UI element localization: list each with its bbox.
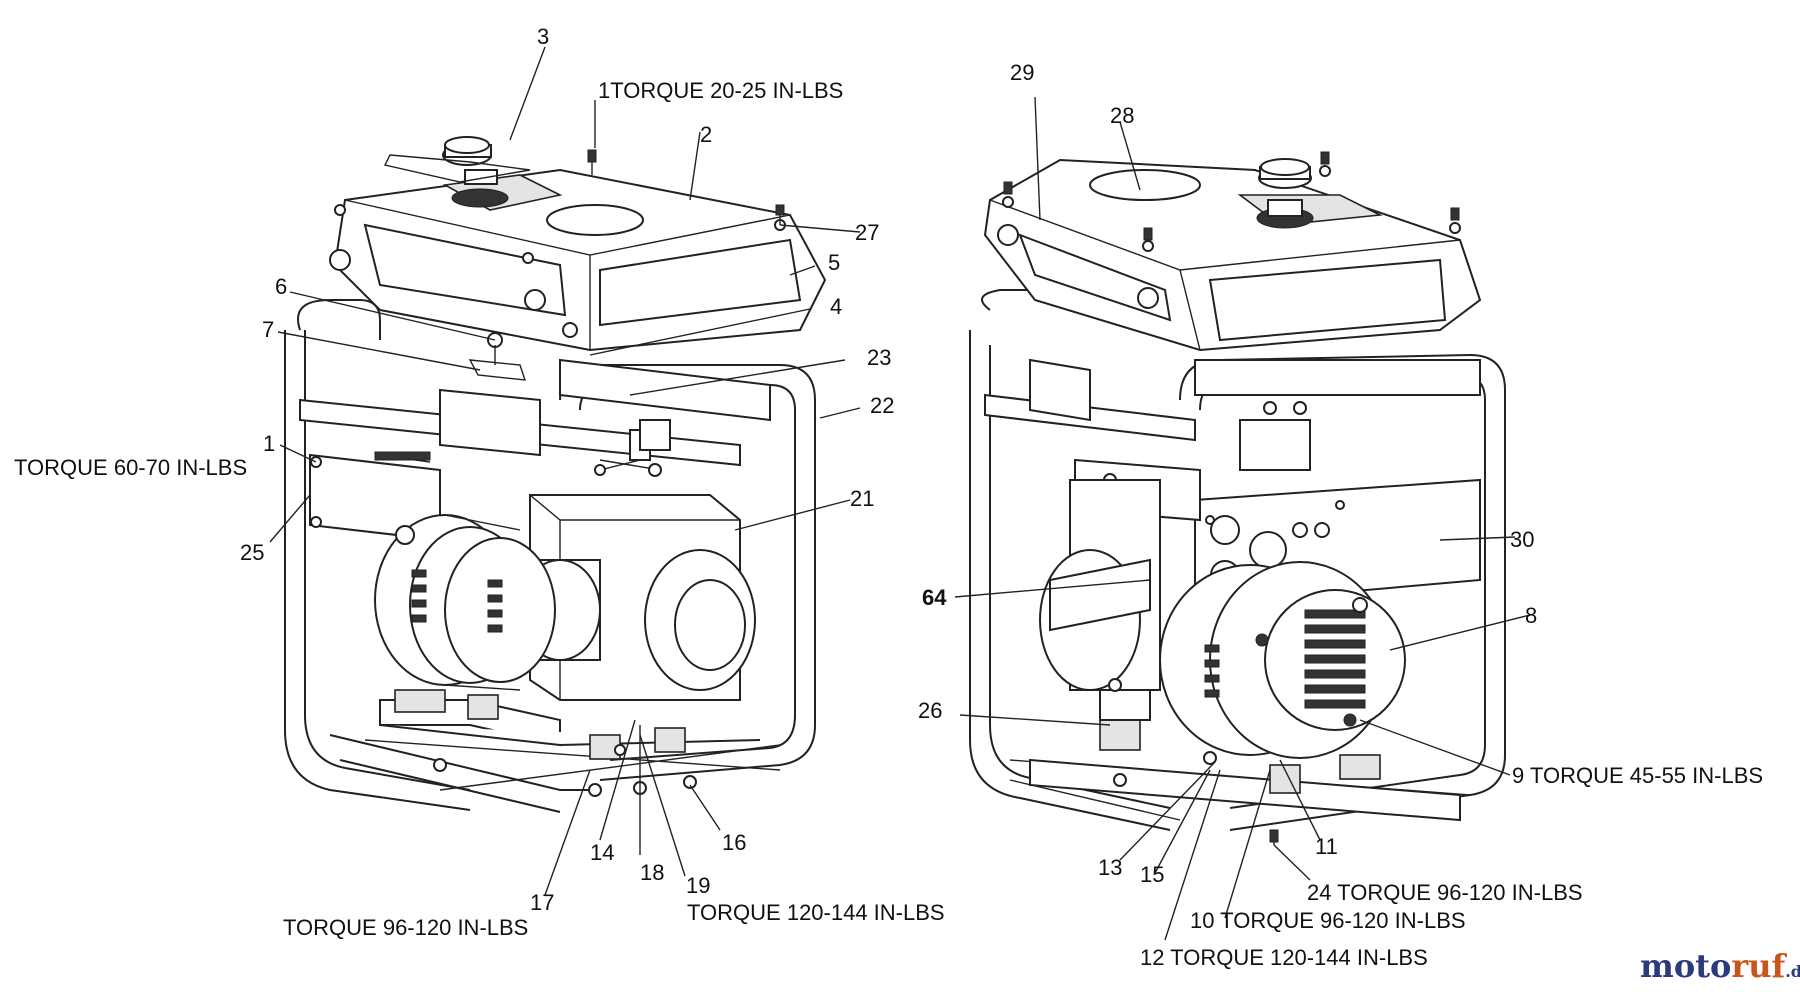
label-12-torque: 12 TORQUE 120-144 IN-LBS [1140, 945, 1428, 970]
left-engine [519, 429, 756, 701]
label-4: 4 [830, 294, 842, 319]
callout-labels: 3 1TORQUE 20-25 IN-LBS 2 27 5 4 6 7 23 2… [14, 24, 1763, 970]
left-base [364, 689, 781, 797]
label-8: 8 [1525, 603, 1537, 628]
label-24-torque: 24 TORQUE 96-120 IN-LBS [1307, 880, 1583, 905]
watermark-text: motoruf.de [1640, 947, 1800, 985]
label-2: 2 [700, 122, 712, 147]
label-torque-96-120-left: TORQUE 96-120 IN-LBS [283, 915, 528, 940]
label-23: 23 [867, 345, 891, 370]
label-25: 25 [240, 540, 264, 565]
left-fuel-valve [594, 419, 671, 477]
label-21: 21 [850, 486, 874, 511]
right-engine [1039, 479, 1406, 759]
label-30: 30 [1510, 527, 1534, 552]
label-14: 14 [590, 840, 614, 865]
label-64: 64 [922, 585, 947, 610]
label-26: 26 [918, 698, 942, 723]
label-22: 22 [870, 393, 894, 418]
left-crossbar [299, 332, 771, 542]
label-torque-120-144-left: TORQUE 120-144 IN-LBS [687, 900, 945, 925]
left-fuel-tank [329, 136, 827, 352]
right-fuel-tank [983, 151, 1482, 352]
label-16: 16 [722, 830, 746, 855]
label-5: 5 [828, 250, 840, 275]
label-6: 6 [275, 274, 287, 299]
leader-lines [269, 46, 1531, 941]
label-17: 17 [530, 890, 554, 915]
label-9-torque: 9 TORQUE 45-55 IN-LBS [1512, 763, 1763, 788]
left-generator [284, 136, 827, 813]
label-19: 19 [686, 873, 710, 898]
label-3: 3 [537, 24, 549, 49]
label-18: 18 [640, 860, 664, 885]
label-1-top-torque: 1TORQUE 20-25 IN-LBS [598, 78, 843, 103]
label-7: 7 [262, 317, 274, 342]
label-28: 28 [1110, 103, 1134, 128]
left-alternator [374, 514, 556, 691]
label-1-left: 1 [263, 431, 275, 456]
label-27: 27 [855, 220, 879, 245]
label-15: 15 [1140, 862, 1164, 887]
right-base [1029, 678, 1461, 845]
watermark-logo: motoruf.de [1640, 947, 1800, 985]
label-11: 11 [1315, 834, 1338, 859]
right-generator [969, 151, 1506, 845]
label-torque-60-70: TORQUE 60-70 IN-LBS [14, 455, 247, 480]
label-13: 13 [1098, 855, 1122, 880]
label-10-torque: 10 TORQUE 96-120 IN-LBS [1190, 908, 1466, 933]
label-29: 29 [1010, 60, 1034, 85]
